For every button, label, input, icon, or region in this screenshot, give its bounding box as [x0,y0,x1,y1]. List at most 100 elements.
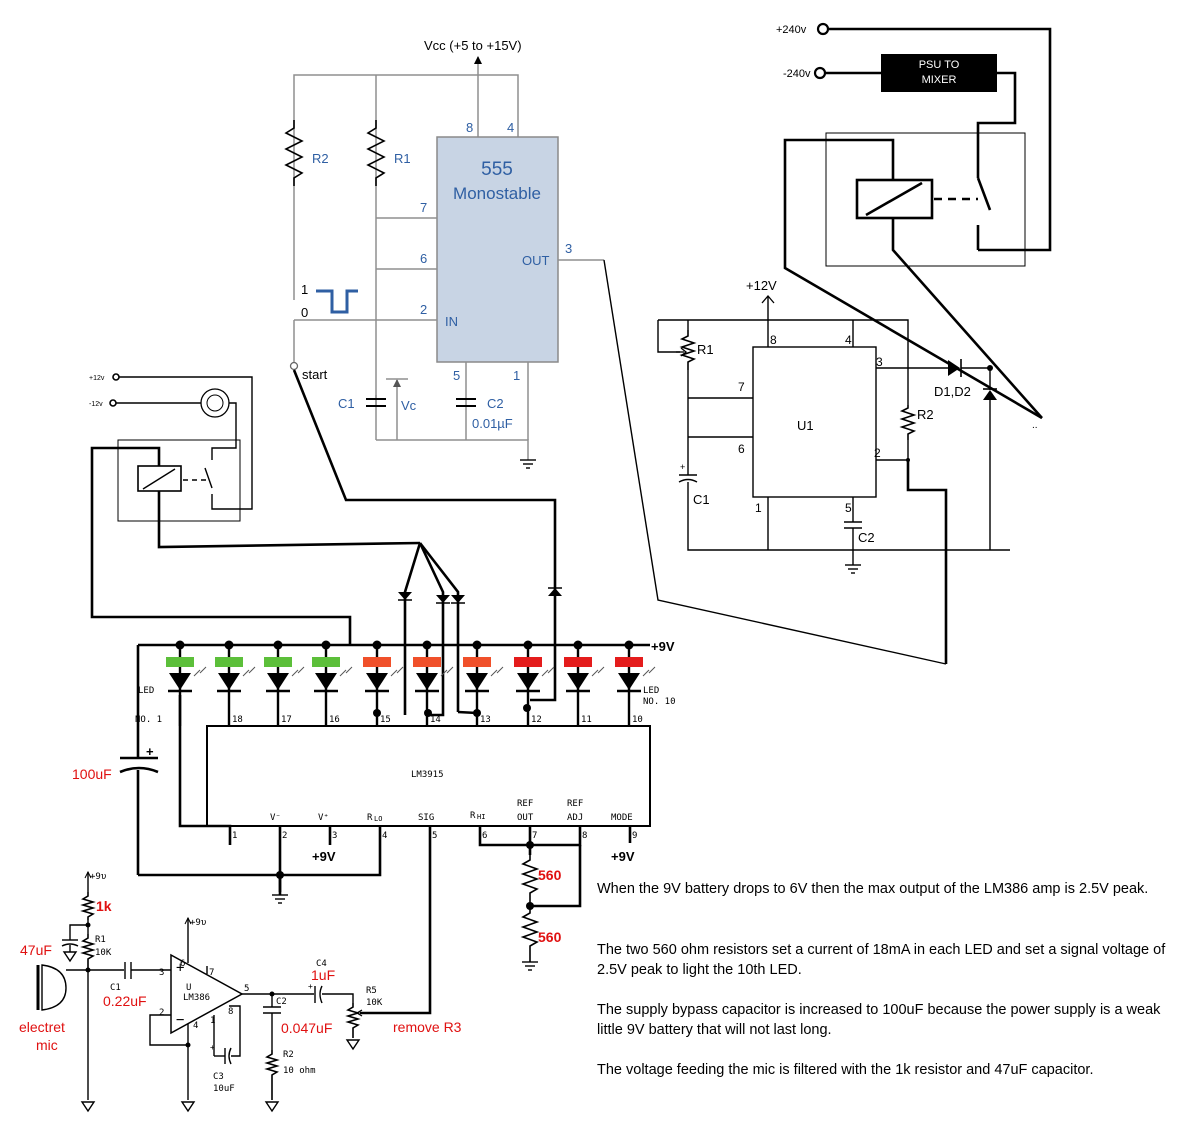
pin5-label: 5 [453,368,460,383]
pin1-label: 1 [513,368,520,383]
amp-u-label: U [186,983,191,993]
relay-coil-large [855,178,934,220]
u1-pin7: 7 [738,380,745,394]
pin-rhi-sub: HI [477,813,485,821]
lm3915-bottom-pin-7: 7 [532,831,537,841]
pin-vplus: V⁺ [318,813,329,823]
amp-pin1: 1 [210,1016,215,1026]
pin-refout-top: REF [517,799,533,809]
note-1: When the 9V battery drops to 6V then the… [597,881,1149,897]
amp-r5-label: R5 [366,986,377,996]
u1-pin5: 5 [845,501,852,515]
note-3: The supply bypass capacitor is increased… [597,1002,1161,1038]
pin3-label: 3 [565,241,572,256]
svg-text:+: + [680,462,685,472]
c100-label: 100uF [72,766,112,782]
amp-c3-value: 10uF [213,1084,235,1094]
vc-label: Vc [401,398,417,413]
pin2-label: 2 [420,302,427,317]
electret-mic-icon [41,964,67,1011]
astable-c1-label: C1 [693,492,710,507]
v9-mic-label: +9υ [90,872,106,882]
lm3915-top-pin-10: 10 [632,715,643,725]
level1-label: 1 [301,282,308,297]
mic-label-1: electret [19,1019,65,1035]
pin6-label: 6 [420,251,427,266]
c1-label: C1 [338,396,355,411]
diodes-label: D1,D2 [934,384,971,399]
timer-555-section: Vcc (+5 to +15V) R2 R1 555 Monostable 8 … [284,38,604,469]
note-4: The voltage feeding the mic is filtered … [597,1062,1094,1078]
lm3915-bottom-pin-5: 5 [432,831,437,841]
amp-r1-value: 10K [95,948,112,958]
u1-pin4: 4 [845,333,852,347]
psu-box [881,54,997,92]
lm3915-bottom-pin-9: 9 [632,831,637,841]
amp-pin2: 2 [159,1008,164,1018]
lm3915-bottom-pin-1: 1 [232,831,237,841]
plus240-label: +240v [776,24,807,36]
ic-lm386 [170,953,244,1035]
svg-text:+: + [176,960,184,976]
svg-text:+: + [146,744,154,759]
level0-label: 0 [301,305,308,320]
astable-u1-section: +12V R1 U1 8 4 3 7 6 2 1 5 + C1 C2 [603,259,1038,665]
psu-label-1: PSU TO [919,59,960,71]
u1-pin3: 3 [876,355,883,369]
led10-number: NO. 10 [643,697,676,707]
mic-label-2: mic [36,1037,58,1053]
start-label: start [302,367,328,382]
r2-label: R2 [312,151,329,166]
c47-label: 47uF [20,942,52,958]
ic-lm3915 [206,725,651,827]
svg-text:..: .. [1032,420,1038,431]
pin-refadj-top: REF [567,799,583,809]
ic-555-mode: Monostable [453,184,541,203]
amp-r2-label: R2 [283,1050,294,1060]
pin-rlo-sub: LO [374,815,382,823]
amp-c4-value: 1uF [311,967,335,983]
u1-pin6: 6 [738,442,745,456]
lm3915-top-pin-15: 15 [380,715,391,725]
led-8 [514,640,555,726]
led-6 [413,640,454,726]
pin-rhi: R [470,811,476,821]
lm3915-bottom-pin-6: 6 [482,831,487,841]
led1-number: NO. 1 [135,715,162,725]
remove-r3-label: remove R3 [393,1019,462,1035]
c2-value: 0.01µF [472,416,513,431]
lm3915-top-pin-17: 17 [281,715,292,725]
led10-label: LED [643,686,659,696]
amp-pin8: 8 [228,1007,233,1017]
amp-c1-value: 0.22uF [103,993,147,1009]
amp-c2-label: C2 [276,997,287,1007]
ic-555-name: 555 [481,159,513,180]
v9-amp-label: +9υ [190,918,206,928]
amp-c4-label: C4 [316,959,327,969]
astable-r1-label: R1 [697,342,714,357]
lm3915-top-pin-14: 14 [430,715,441,725]
amp-pin3: 3 [159,968,164,978]
amp-pin7: 7 [209,968,214,978]
pin-refadj: ADJ [567,813,583,823]
amp-c2-value: 0.047uF [281,1020,332,1036]
r560-a-label: 560 [538,867,562,883]
c2-label: C2 [487,396,504,411]
mains-relay-section: +240v -240v PSU TO MIXER [776,22,1052,420]
vcc-label: Vcc (+5 to +15V) [424,38,522,53]
led-10 [615,640,656,726]
amp-c3-label: C3 [213,1072,224,1082]
led-2 [215,640,256,726]
astable-r2-label: R2 [917,407,934,422]
amp-r1-label: R1 [95,935,106,945]
led-9 [564,640,605,726]
pin7-label: 7 [420,200,427,215]
led-array [166,640,656,726]
minus12-label: -12v [89,401,103,408]
led-5 [363,640,404,726]
v9-pin3: +9V [312,849,336,864]
lm3915-bottom-pin-8: 8 [582,831,587,841]
pin-mode: MODE [611,813,633,823]
amp-r2-value: 10 ohm [283,1066,316,1076]
amp-pin5: 5 [244,984,249,994]
